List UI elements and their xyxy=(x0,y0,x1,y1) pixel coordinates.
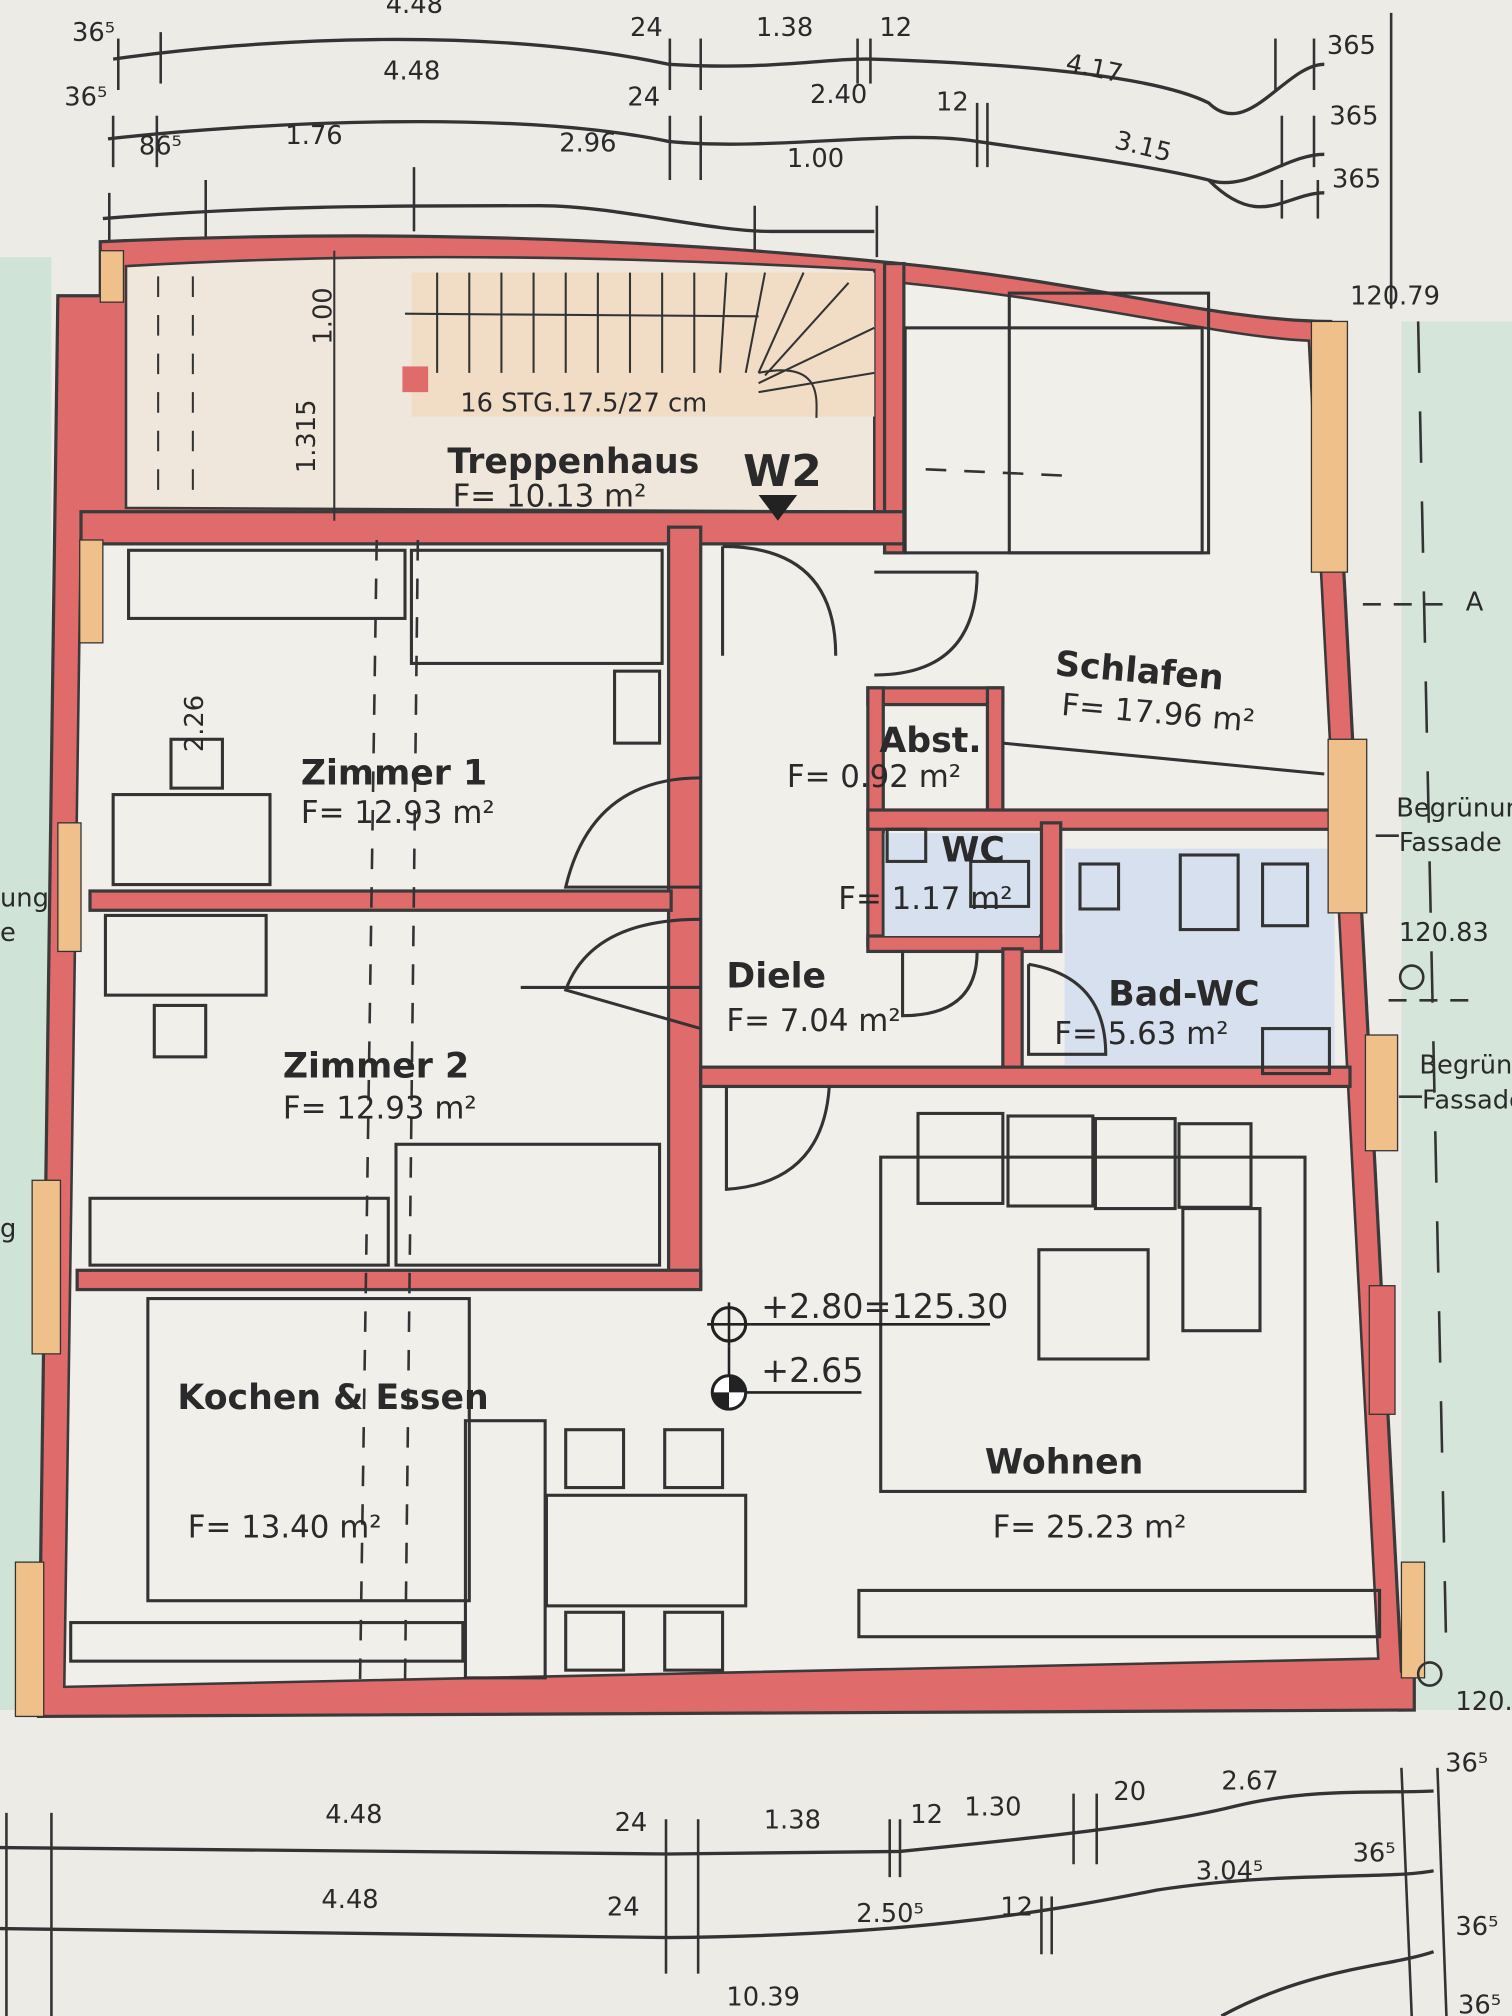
dim-label: 20 xyxy=(1113,1777,1146,1807)
level-label: 120.79 xyxy=(1350,282,1440,312)
dim-label: 4.48 xyxy=(321,1885,378,1915)
dim-label: 4.48 xyxy=(383,57,440,87)
dim-label: 86⁵ xyxy=(139,131,182,161)
room-name-zimmer2: Zimmer 2 xyxy=(283,1046,469,1086)
dim-label: 365 xyxy=(1329,102,1378,132)
dim-label: 12 xyxy=(1000,1893,1033,1923)
facade-note: Fassade xyxy=(1399,828,1502,858)
dim-label: 4.48 xyxy=(386,0,443,20)
room-area-zimmer2: F= 12.93 m² xyxy=(283,1091,477,1127)
dim-label: 365 xyxy=(1332,165,1381,195)
dim-label: 24 xyxy=(615,1808,648,1838)
bottom-dimension-lines: 4.48 24 1.38 12 1.30 20 2.67 36⁵ 4.48 24… xyxy=(0,1749,1501,2016)
level-label: 120.83 xyxy=(1399,918,1489,948)
dim-label: 365 xyxy=(1327,31,1376,61)
wc-tile xyxy=(884,833,1039,936)
room-area-bad-wc: F= 5.63 m² xyxy=(1054,1016,1228,1052)
dim-label: 2.67 xyxy=(1221,1767,1278,1797)
dim-label: 1.76 xyxy=(285,121,342,151)
room-area-wohnen: F= 25.23 m² xyxy=(993,1510,1187,1546)
facade-notes: Begrünung Fassade Begrünun Fassade 120.8… xyxy=(0,321,1512,1717)
facade-note: Fassade xyxy=(1422,1085,1512,1115)
room-area-abst: F= 0.92 m² xyxy=(787,759,961,795)
dim-label: 1.30 xyxy=(964,1792,1021,1822)
section-marker: A xyxy=(1466,588,1484,618)
dim-label: 36⁵ xyxy=(1445,1749,1488,1779)
dim-label: 2.40 xyxy=(810,80,867,110)
dim-label: 1.38 xyxy=(756,13,813,43)
dim-label: 24 xyxy=(607,1893,640,1923)
facade-note: Begrünung xyxy=(1396,793,1512,823)
room-name-treppenhaus: Treppenhaus xyxy=(447,442,699,482)
stair-label: 16 STG.17.5/27 cm xyxy=(460,388,707,418)
dim-label: 2.96 xyxy=(559,129,616,159)
room-name-abst: Abst. xyxy=(879,721,981,761)
staircase xyxy=(157,250,875,521)
stair-depth-dim: 1.315 xyxy=(292,400,322,474)
dim-total: 10.39 xyxy=(726,1983,800,2013)
windows xyxy=(14,250,1426,1718)
dim-label: 36⁵ xyxy=(72,18,115,48)
dim-label: 1.00 xyxy=(787,144,844,174)
room-name-wohnen: Wohnen xyxy=(985,1442,1144,1482)
zimmer1-dim: 2.26 xyxy=(180,695,210,752)
top-dimension-labels: 4.48 36⁵ 24 1.38 12 4.17 365 36⁵ 4.48 24… xyxy=(64,0,1440,312)
walls xyxy=(36,234,1416,1719)
room-area-diele: F= 7.04 m² xyxy=(726,1003,900,1039)
dim-label: 4.48 xyxy=(325,1800,382,1830)
left-note-fragment: g xyxy=(0,1214,16,1244)
beam-lines xyxy=(358,468,1068,1685)
dim-label: 24 xyxy=(627,82,660,112)
elevation-upper: +2.80=125.30 xyxy=(761,1287,1008,1326)
dim-label: 1.38 xyxy=(764,1805,821,1835)
level-label: 120.8 xyxy=(1455,1687,1512,1717)
room-name-wc: WC xyxy=(941,830,1005,870)
room-name-diele: Diele xyxy=(726,956,826,996)
dim-label: 2.50⁵ xyxy=(856,1899,924,1929)
furniture-layer xyxy=(69,291,1382,1680)
bath-fixtures xyxy=(885,827,1331,1076)
dim-label: 36⁵ xyxy=(64,82,107,112)
dim-label: 12 xyxy=(910,1800,943,1830)
left-note-fragment: e xyxy=(0,918,16,948)
dim-label: 36⁵ xyxy=(1455,1912,1498,1942)
room-area-kochen-essen: F= 13.40 m² xyxy=(188,1510,382,1546)
top-dimension-lines xyxy=(102,12,1393,309)
room-name-kochen-essen: Kochen & Essen xyxy=(177,1378,488,1418)
stair-width-dim: 1.00 xyxy=(309,287,339,344)
elevation-lower: +2.65 xyxy=(761,1351,863,1390)
unit-marker: W2 xyxy=(743,446,822,497)
dim-label: 36⁵ xyxy=(1458,1990,1501,2016)
elevation-markers: +2.80=125.30 +2.65 xyxy=(707,1287,1008,1411)
dim-label: 24 xyxy=(630,13,663,43)
dim-label: 3.04⁵ xyxy=(1196,1857,1264,1887)
dim-label: 12 xyxy=(879,13,912,43)
outside-right xyxy=(1401,321,1512,1710)
room-name-bad-wc: Bad-WC xyxy=(1108,974,1259,1014)
room-area-treppenhaus: F= 10.13 m² xyxy=(453,479,647,515)
entry-arrow-icon xyxy=(758,495,798,521)
left-note-fragment: ung xyxy=(0,883,49,913)
dim-label: 12 xyxy=(936,88,969,118)
room-area-zimmer1: F= 12.93 m² xyxy=(301,795,495,831)
room-name-zimmer1: Zimmer 1 xyxy=(301,753,487,793)
dim-label: 36⁵ xyxy=(1353,1839,1396,1869)
room-area-wc: F= 1.17 m² xyxy=(838,881,1012,917)
